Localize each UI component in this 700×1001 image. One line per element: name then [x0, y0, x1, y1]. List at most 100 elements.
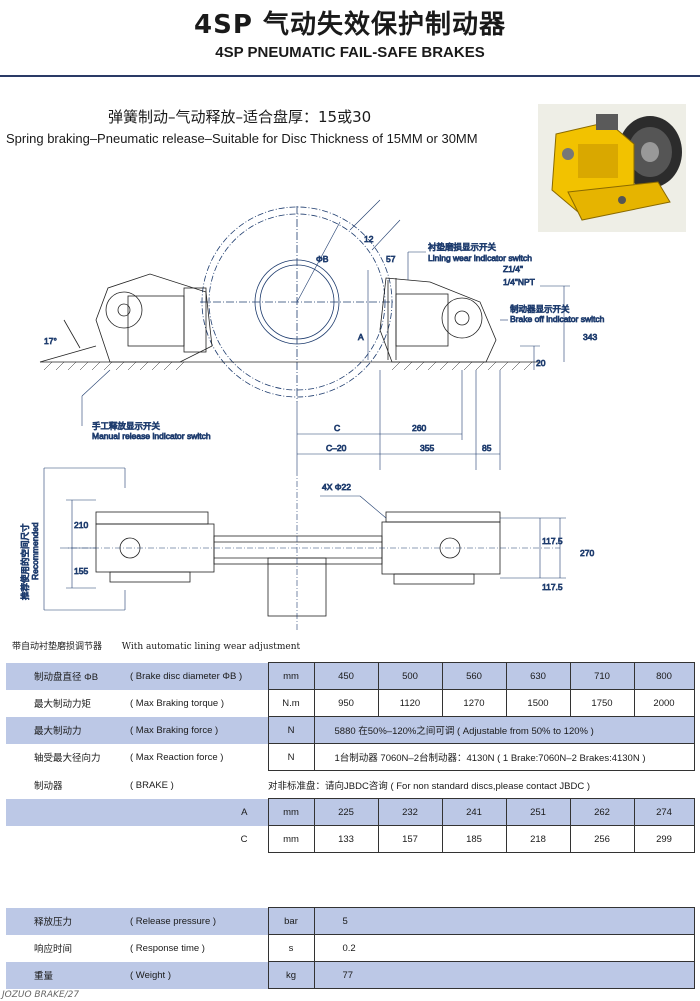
manual-release-label-en: Manual release indicator switch	[92, 431, 211, 441]
recommended-space-en: Recommended	[30, 522, 40, 580]
table-row: 最大制动力矩 ( Max Braking torque ) N.m 950 11…	[6, 689, 695, 717]
technical-drawing: 衬垫磨损显示开关 Lining wear indicator switch Z1…	[0, 170, 700, 630]
row-unit: kg	[267, 961, 315, 989]
row-label-cn: 释放压力	[6, 907, 118, 935]
page-title-english: 4SP PNEUMATIC FAIL-SAFE BRAKES	[215, 44, 485, 61]
table-row: C mm 133 157 185 218 256 299	[6, 825, 695, 853]
table-cell-merged: 77	[313, 961, 695, 989]
table-row: 最大制动力 ( Max Braking force ) N 5880 在50%–…	[6, 716, 695, 744]
table-cell: 1500	[505, 689, 571, 717]
brake-label-en: ( BRAKE )	[118, 772, 268, 799]
dim-12: 12	[364, 234, 374, 244]
brake-off-label-cn: 制动器显示开关	[510, 304, 570, 314]
table-cell-merged: 1台制动器 7060N–2台制动器：4130N ( 1 Brake:7060N–…	[313, 743, 695, 771]
row-label-cn: 最大制动力	[6, 716, 118, 744]
dim-270: 270	[580, 548, 594, 558]
dim-C: C	[334, 423, 340, 433]
table-row: A mm 225 232 241 251 262 274	[6, 798, 695, 826]
table-cell: 274	[633, 798, 695, 826]
dim-117-5-upper: 117.5	[542, 536, 563, 546]
recommended-space-cn: 推荐使用的空间尺寸	[20, 523, 30, 600]
dim-355: 355	[420, 443, 434, 453]
row-label-en: ( Max Braking torque )	[118, 689, 268, 717]
table-cell: 133	[313, 825, 379, 853]
row-label: A	[118, 798, 268, 826]
table-cell: 710	[569, 662, 635, 690]
table-cell-merged: 5880 在50%–120%之间可调 ( Adjustable from 50%…	[313, 716, 695, 744]
table-cell: 950	[313, 689, 379, 717]
auto-adjust-note-cn: 带自动衬垫磨损调节器	[12, 642, 103, 652]
table-row: 重量 ( Weight ) kg 77	[6, 961, 695, 989]
brake-off-label-en: Brake off indicator switch	[510, 314, 605, 324]
dim-20: 20	[536, 358, 546, 368]
dim-phiB: ΦB	[316, 254, 329, 264]
table-cell: 232	[377, 798, 443, 826]
table-cell: 157	[377, 825, 443, 853]
auto-adjust-note-en: With automatic lining wear adjustment	[121, 642, 301, 652]
row-label-cn: 轴受最大径向力	[6, 743, 118, 771]
table-cell: 251	[505, 798, 571, 826]
angle-label: 17°	[44, 336, 57, 346]
page-title: 4SP 气动失效保护制动器	[194, 10, 506, 40]
table-cell: 218	[505, 825, 571, 853]
table-cell: 800	[633, 662, 695, 690]
table-cell: 1270	[441, 689, 507, 717]
row-label-en: ( Response time )	[118, 934, 268, 962]
row-label-cn: 最大制动力矩	[6, 689, 118, 717]
row-unit: N.m	[267, 689, 315, 717]
dim-57: 57	[386, 254, 396, 264]
table-cell: 450	[313, 662, 379, 690]
table-cell: 2000	[633, 689, 695, 717]
table-cell: 241	[441, 798, 507, 826]
auto-adjust-note: 带自动衬垫磨损调节器 With automatic lining wear ad…	[12, 639, 300, 652]
table-cell: 262	[569, 798, 635, 826]
subtitle-chinese: 弹簧制动–气动释放–适合盘厚：15或30	[108, 108, 372, 126]
brake-label-cn: 制动器	[6, 772, 118, 799]
table-row-spacer	[6, 852, 695, 908]
row-label-cn: 响应时间	[6, 934, 118, 962]
table-row: 制动盘直径 ΦB ( Brake disc diameter ΦB ) mm 4…	[6, 662, 695, 690]
page-footer: JOZUO BRAKE/27	[2, 990, 80, 1000]
dim-85: 85	[482, 443, 492, 453]
row-unit: mm	[267, 662, 315, 690]
thread-z14-label: Z1/4"	[503, 264, 523, 274]
row-unit: mm	[267, 825, 315, 853]
table-row: 制动器 ( BRAKE ) 对非标准盘：请向JBDC咨询 ( For non s…	[6, 772, 695, 799]
non-standard-note: 对非标准盘：请向JBDC咨询 ( For non standard discs,…	[268, 772, 695, 799]
row-unit: N	[267, 716, 315, 744]
row-label-en: ( Weight )	[118, 961, 268, 989]
lining-wear-label-cn: 衬垫磨损显示开关	[428, 242, 497, 252]
spec-table-main: 制动盘直径 ΦB ( Brake disc diameter ΦB ) mm 4…	[6, 662, 695, 771]
row-label-cn: 制动盘直径 ΦB	[6, 662, 118, 690]
lining-wear-label-en: Lining wear indicator switch	[428, 253, 532, 263]
table-cell-merged: 5	[313, 907, 695, 935]
table-cell: 185	[441, 825, 507, 853]
dim-260: 260	[412, 423, 426, 433]
manual-release-label-cn: 手工释放显示开关	[92, 421, 161, 431]
table-cell: 1750	[569, 689, 635, 717]
table-cell: 225	[313, 798, 379, 826]
dim-A: A	[358, 332, 364, 342]
spec-table-dimensions: 制动器 ( BRAKE ) 对非标准盘：请向JBDC咨询 ( For non s…	[6, 772, 695, 989]
row-unit: mm	[267, 798, 315, 826]
row-label-cn: 重量	[6, 961, 118, 989]
holes-label: 4X Φ22	[322, 482, 351, 492]
table-cell-merged: 0.2	[313, 934, 695, 962]
dim-C-20: C–20	[326, 443, 347, 453]
dim-343: 343	[583, 332, 597, 342]
row-label-en: ( Release pressure )	[118, 907, 268, 935]
table-row: 响应时间 ( Response time ) s 0.2	[6, 934, 695, 962]
row-label-en: ( Max Braking force )	[118, 716, 268, 744]
row-label: C	[118, 825, 268, 853]
row-label-en: ( Max Reaction force )	[118, 743, 268, 771]
row-unit: bar	[267, 907, 315, 935]
table-row: 释放压力 ( Release pressure ) bar 5	[6, 907, 695, 935]
table-cell: 560	[441, 662, 507, 690]
table-cell: 630	[505, 662, 571, 690]
dim-117-5-lower: 117.5	[542, 582, 563, 592]
row-unit: N	[267, 743, 315, 771]
table-cell: 1120	[377, 689, 443, 717]
row-label-en: ( Brake disc diameter ΦB )	[118, 662, 268, 690]
row-unit: s	[267, 934, 315, 962]
thread-npt-label: 1/4"NPT	[503, 277, 535, 287]
